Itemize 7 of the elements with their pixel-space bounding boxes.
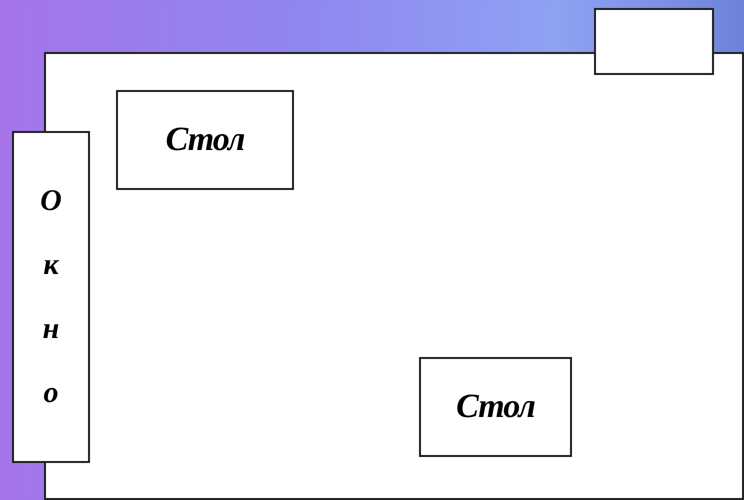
table-box <box>116 90 294 190</box>
window-label: Окно <box>39 183 63 411</box>
door-box <box>594 8 714 75</box>
table-box <box>419 357 572 457</box>
window-box <box>12 131 90 463</box>
table-label: Стол <box>456 388 535 426</box>
table-label: Стол <box>166 121 244 159</box>
